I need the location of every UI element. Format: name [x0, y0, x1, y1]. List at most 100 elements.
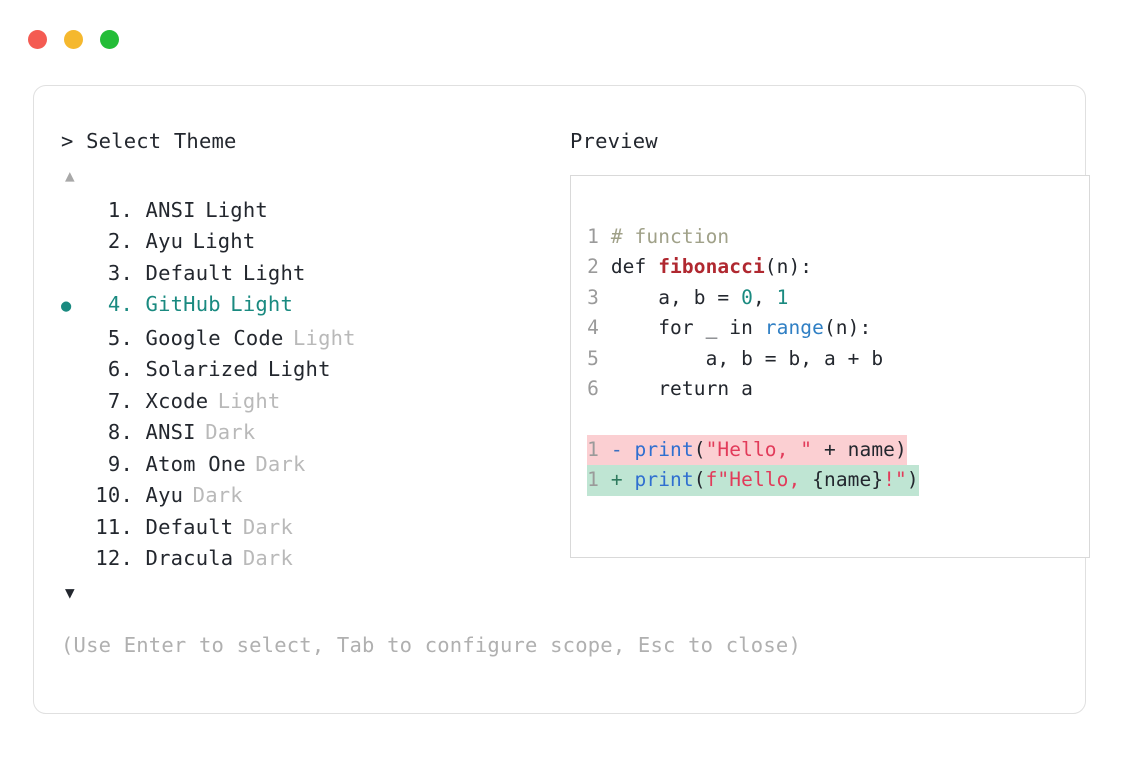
- code-line: 3 a, b = 0, 1: [587, 283, 1089, 314]
- code-token: + name): [812, 437, 907, 461]
- code-token: range: [764, 316, 824, 340]
- code-token: ,: [752, 285, 777, 309]
- theme-item-name: Ayu: [133, 229, 184, 254]
- code-gutter-gap: [599, 255, 611, 278]
- code-token: {name}: [812, 468, 884, 492]
- diff-sign: +: [599, 468, 635, 492]
- theme-item-index: 10.: [95, 483, 133, 508]
- code-token: ): [906, 468, 919, 492]
- theme-item-ansi-light[interactable]: 1. ANSI Light: [61, 195, 531, 227]
- close-button[interactable]: [28, 30, 47, 49]
- theme-item-variant: Light: [192, 229, 256, 254]
- theme-item-name: GitHub: [133, 292, 221, 317]
- theme-item-index: 4.: [107, 292, 133, 317]
- theme-item-variant: Dark: [192, 483, 243, 508]
- theme-item-xcode-light[interactable]: 7. Xcode Light: [61, 386, 531, 418]
- code-token: a, b =: [610, 285, 742, 309]
- theme-item-ansi-dark[interactable]: 8. ANSI Dark: [61, 417, 531, 449]
- theme-item-index: 1.: [107, 197, 133, 222]
- diff-added-line: 1 + print(f"Hello, {name}!"): [587, 465, 919, 496]
- diff-removed-line: 1 - print("Hello, " + name): [587, 434, 907, 466]
- prompt-title: Select Theme: [86, 129, 237, 153]
- theme-item-default-light[interactable]: 3. Default Light: [61, 258, 531, 290]
- preview-label: Preview: [570, 129, 658, 153]
- code-line: 4 for _ in range(n):: [587, 313, 1089, 344]
- code-gutter-gap: [599, 377, 611, 400]
- theme-item-dracula-dark[interactable]: 12. Dracula Dark: [61, 543, 531, 575]
- theme-item-name: Default: [133, 260, 234, 285]
- theme-item-ayu-dark[interactable]: 10. Ayu Dark: [61, 480, 531, 512]
- code-line: 2 def fibonacci(n):: [587, 252, 1089, 283]
- theme-item-name: ANSI: [133, 420, 196, 445]
- theme-item-default-dark[interactable]: 11. Default Dark: [61, 512, 531, 544]
- theme-item-index: 7.: [107, 388, 133, 413]
- theme-item-variant: Light: [205, 197, 268, 222]
- code-line-number: 2: [587, 255, 599, 279]
- code-line-number: 1: [587, 224, 599, 248]
- theme-item-variant: Dark: [205, 420, 256, 445]
- code-token: (n):: [764, 255, 813, 279]
- code-line-number: 6: [587, 377, 599, 401]
- theme-item-variant: Light: [242, 260, 306, 285]
- theme-item-name: Google Code: [133, 325, 284, 350]
- code-token: f"Hello,: [705, 468, 813, 492]
- theme-item-name: ANSI: [133, 197, 196, 222]
- theme-item-index: 11.: [95, 514, 133, 539]
- scroll-down-icon[interactable]: ▼: [65, 582, 75, 602]
- code-token: (n):: [823, 316, 872, 340]
- maximize-button[interactable]: [100, 30, 119, 49]
- code-token: a, b = b, a + b: [610, 346, 884, 370]
- diff-line-number: 1: [587, 437, 599, 461]
- theme-item-index: 3.: [107, 260, 133, 285]
- theme-item-variant: Light: [217, 388, 281, 413]
- theme-item-name: Ayu: [133, 483, 184, 508]
- code-token: 1: [776, 285, 789, 309]
- theme-item-name: Xcode: [133, 388, 209, 413]
- code-token: return a: [610, 377, 753, 401]
- theme-item-variant: Dark: [255, 451, 306, 476]
- code-token: (: [693, 468, 706, 492]
- keyboard-hint: (Use Enter to select, Tab to configure s…: [61, 633, 801, 657]
- code-token: def: [610, 255, 659, 279]
- theme-item-variant: Light: [230, 292, 294, 317]
- code-gutter-gap: [599, 347, 611, 370]
- code-gutter-gap: [599, 316, 611, 339]
- theme-item-index: 2.: [107, 229, 133, 254]
- theme-item-atom-one-dark[interactable]: 9. Atom One Dark: [61, 449, 531, 481]
- minimize-button[interactable]: [64, 30, 83, 49]
- theme-item-github-light[interactable]: ● 4. GitHub Light: [61, 289, 531, 323]
- code-token: (: [693, 437, 706, 461]
- theme-item-name: Atom One: [133, 451, 246, 476]
- theme-item-index: 12.: [95, 546, 133, 571]
- theme-item-variant: Dark: [242, 546, 294, 571]
- window-controls: [28, 30, 119, 49]
- code-token: print: [634, 437, 694, 461]
- theme-item-name: Dracula: [133, 546, 234, 571]
- theme-item-ayu-light[interactable]: 2. Ayu Light: [61, 226, 531, 258]
- diff-lines: 1 - print("Hello, " + name)1 + print(f"H…: [587, 434, 1089, 496]
- theme-item-index: 9.: [107, 451, 133, 476]
- theme-item-name: Default: [133, 514, 234, 539]
- code-gutter-gap: [599, 286, 611, 309]
- code-line: 5 a, b = b, a + b: [587, 344, 1089, 375]
- theme-item-variant: Dark: [242, 514, 294, 539]
- theme-item-index: 8.: [107, 420, 133, 445]
- theme-item-index: 5.: [107, 325, 133, 350]
- code-line: 6 return a: [587, 374, 1089, 405]
- code-line-number: 5: [587, 346, 599, 370]
- selected-bullet-icon: ●: [61, 296, 72, 317]
- code-line-number: 3: [587, 285, 599, 309]
- theme-item-name: Solarized: [133, 357, 259, 382]
- code-line-number: 4: [587, 316, 599, 340]
- code-token: 0: [741, 285, 753, 309]
- scroll-up-icon[interactable]: ▲: [65, 165, 75, 185]
- code-token: print: [634, 468, 694, 492]
